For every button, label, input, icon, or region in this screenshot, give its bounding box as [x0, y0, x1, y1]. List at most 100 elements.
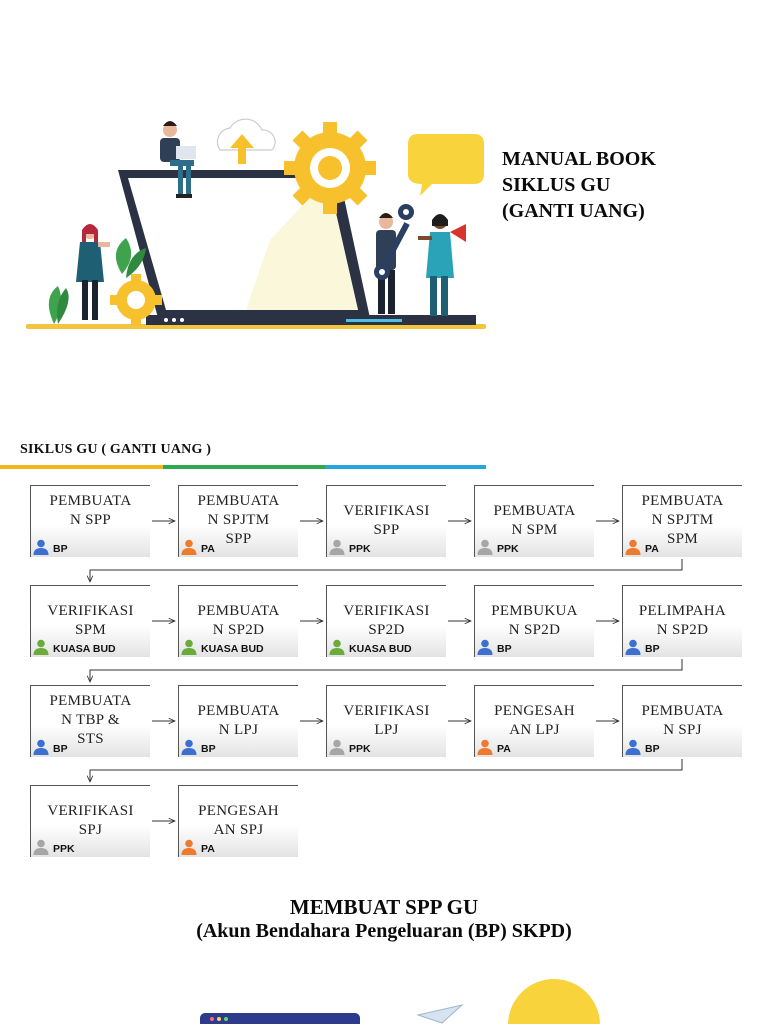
person-icon — [329, 639, 345, 655]
title-line-1: MANUAL BOOK — [502, 148, 656, 170]
step-label: VERIFIKASI SP2D — [343, 603, 430, 638]
woman-with-phone-icon — [76, 224, 110, 320]
person-icon — [477, 739, 493, 755]
step-role: PA — [181, 539, 215, 555]
person-icon — [181, 639, 197, 655]
step-role: PPK — [329, 739, 371, 755]
title-line-2: SIKLUS GU — [502, 174, 611, 196]
step-label: PENGESAH AN SPJ — [198, 803, 279, 838]
bottom-illustration — [200, 979, 600, 1024]
role-label: PA — [497, 743, 511, 755]
flow-step: VERIFIKASI LPJ PPK — [326, 685, 446, 757]
manual-book-title: MANUAL BOOK SIKLUS GU (GANTI UANG) — [502, 146, 742, 224]
step-role: BP — [477, 639, 512, 655]
flow-step: VERIFIKASI SP2D KUASA BUD — [326, 585, 446, 657]
flow-step: PEMBUATA N LPJ BP — [178, 685, 298, 757]
step-role: BP — [181, 739, 216, 755]
step-role: BP — [625, 639, 660, 655]
flow-arrow — [90, 559, 683, 582]
step-label: PEMBUATA N SPM — [493, 503, 576, 538]
flow-step: PEMBUATA N SPJTM SPP PA — [178, 485, 298, 557]
flow-step: PEMBUATA N TBP & STS BP — [30, 685, 150, 757]
role-label: PPK — [349, 543, 371, 555]
flow-step: PELIMPAHA N SP2D BP — [622, 585, 742, 657]
role-label: KUASA BUD — [349, 643, 412, 655]
person-icon — [33, 539, 49, 555]
role-label: PPK — [53, 843, 75, 855]
role-label: BP — [645, 743, 660, 755]
step-role: BP — [33, 739, 68, 755]
spp-gu-heading: MEMBUAT SPP GU (Akun Bendahara Pengeluar… — [0, 895, 768, 943]
flow-arrow — [90, 659, 683, 682]
step-label: PEMBUATA N LPJ — [197, 703, 280, 738]
speech-bubble-icon — [408, 134, 484, 196]
role-label: KUASA BUD — [201, 643, 264, 655]
step-label: PELIMPAHA N SP2D — [638, 603, 727, 638]
section-title: SIKLUS GU ( GANTI UANG ) — [20, 442, 212, 457]
flow-step: VERIFIKASI SPP PPK — [326, 485, 446, 557]
laptop-base — [146, 315, 476, 325]
person-icon — [625, 539, 641, 555]
step-label: PENGESAH AN LPJ — [494, 703, 575, 738]
plant-icon — [48, 238, 146, 324]
step-label: PEMBUATA N SPJ — [641, 703, 724, 738]
flow-arrow — [90, 759, 683, 782]
flow-step: PENGESAH AN SPJ PA — [178, 785, 298, 857]
flow-step: VERIFIKASI SPM KUASA BUD — [30, 585, 150, 657]
woman-with-megaphone-icon — [418, 214, 466, 316]
person-icon — [477, 639, 493, 655]
person-icon — [329, 539, 345, 555]
step-label: VERIFIKASI SPM — [47, 603, 134, 638]
sun-circle — [508, 979, 600, 1024]
role-label: KUASA BUD — [53, 643, 116, 655]
step-label: PEMBUATA N SPJTM SPP — [197, 493, 280, 547]
step-role: PA — [181, 839, 215, 855]
role-label: BP — [53, 743, 68, 755]
flow-step: PEMBUATA N SPJTM SPM PA — [622, 485, 742, 557]
person-icon — [33, 739, 49, 755]
person-with-laptop-icon — [160, 121, 196, 198]
gear-icon — [284, 122, 376, 214]
role-label: BP — [497, 643, 512, 655]
small-gear-icon — [110, 274, 162, 326]
spp-heading-line-2: (Akun Bendahara Pengeluaran (BP) SKPD) — [196, 920, 572, 942]
flow-step: PEMBUATA N SPJ BP — [622, 685, 742, 757]
step-role: KUASA BUD — [181, 639, 264, 655]
role-label: BP — [201, 743, 216, 755]
step-label: PEMBUKUA N SP2D — [491, 603, 578, 638]
flow-step: PEMBUATA N SP2D KUASA BUD — [178, 585, 298, 657]
step-role: PA — [625, 539, 659, 555]
person-icon — [181, 739, 197, 755]
role-label: PA — [645, 543, 659, 555]
step-role: KUASA BUD — [33, 639, 116, 655]
role-label: PA — [201, 543, 215, 555]
person-icon — [181, 839, 197, 855]
flow-step: PEMBUATA N SPM PPK — [474, 485, 594, 557]
flow-step: PENGESAH AN LPJ PA — [474, 685, 594, 757]
person-icon — [625, 739, 641, 755]
person-icon — [33, 639, 49, 655]
flow-step: PEMBUATA N SPP BP — [30, 485, 150, 557]
step-role: BP — [33, 539, 68, 555]
role-label: PPK — [497, 543, 519, 555]
person-icon — [329, 739, 345, 755]
step-role: PPK — [329, 539, 371, 555]
step-label: PEMBUATA N SPJTM SPM — [641, 493, 724, 547]
paper-plane-icon — [416, 1004, 464, 1024]
step-role: KUASA BUD — [329, 639, 412, 655]
browser-window-icon — [200, 1013, 360, 1024]
step-label: PEMBUATA N SPP — [49, 493, 132, 528]
person-icon — [181, 539, 197, 555]
man-with-wrench-icon — [374, 204, 414, 314]
title-line-3: (GANTI UANG) — [502, 200, 645, 222]
step-label: PEMBUATA N TBP & STS — [49, 693, 132, 747]
flow-step: PEMBUKUA N SP2D BP — [474, 585, 594, 657]
role-label: PPK — [349, 743, 371, 755]
person-icon — [477, 539, 493, 555]
team-laptop-illustration — [26, 118, 486, 329]
role-label: BP — [645, 643, 660, 655]
step-label: VERIFIKASI SPJ — [47, 803, 134, 838]
role-label: PA — [201, 843, 215, 855]
step-label: VERIFIKASI SPP — [343, 503, 430, 538]
cloud-upload-icon — [216, 118, 276, 164]
